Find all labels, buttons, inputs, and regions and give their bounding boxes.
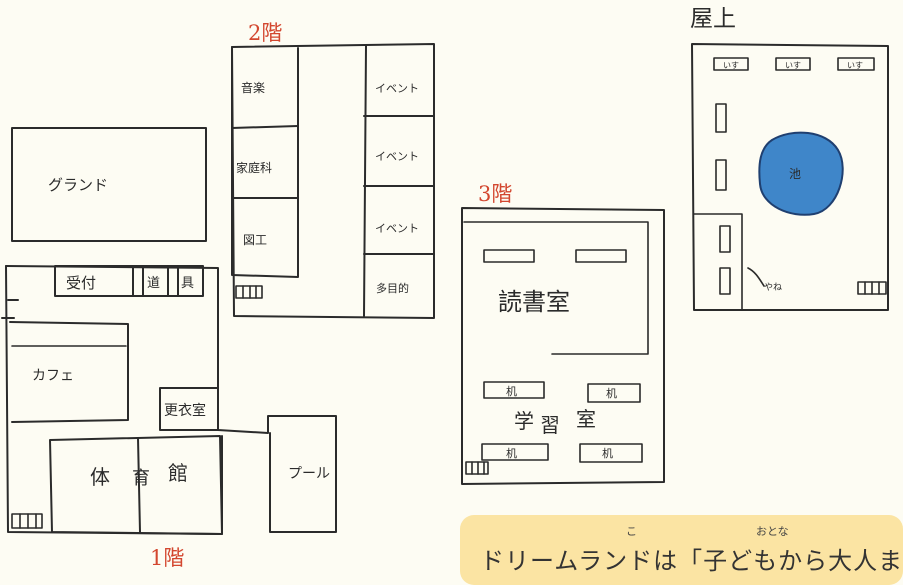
rooftop-outline <box>691 43 889 311</box>
cafe-room <box>9 321 129 423</box>
caption-text: ドリームランドは「子どもから大人ま <box>480 547 903 575</box>
building-f3-outline <box>461 207 665 485</box>
pool-label: プール <box>288 466 330 482</box>
floor-3-plan: 3階 読書室 机 机 机 机 学 習 室 <box>461 182 665 485</box>
chair-3 <box>837 57 875 71</box>
event-room-2-label: イベント <box>375 150 419 163</box>
chair-3-label: いす <box>847 61 863 70</box>
event-room-3-label: イベント <box>375 222 419 235</box>
bench-4 <box>719 267 731 295</box>
right-rooms-divider <box>363 45 367 317</box>
ruby-otona: おとな <box>756 525 789 538</box>
storage-label-1: 道 <box>147 276 160 291</box>
gym-label-3: 館 <box>168 461 188 485</box>
desk-1 <box>483 381 545 399</box>
chair-2-label: いす <box>785 61 801 70</box>
desk-3-label: 机 <box>506 446 517 460</box>
reception-label: 受付 <box>66 274 96 292</box>
stairs-icon <box>857 281 887 295</box>
desk-2-label: 机 <box>606 386 617 400</box>
caption-box: こ おとな ドリームランドは「子どもから大人ま <box>460 515 903 585</box>
stairs-icon <box>465 461 489 475</box>
changing-room-label: 更衣室 <box>164 402 206 419</box>
chair-1 <box>713 57 749 71</box>
floor-3-title: 3階 <box>478 182 512 206</box>
desk-4-label: 机 <box>602 446 613 460</box>
bench-3 <box>719 225 731 253</box>
home-ec-room-label: 家庭科 <box>236 160 272 175</box>
reading-table-2 <box>575 249 627 263</box>
storage-label-2: 具 <box>181 276 194 291</box>
bench-2 <box>715 159 727 191</box>
floor-1-title: 1階 <box>150 546 184 570</box>
reading-table-1 <box>483 249 535 263</box>
music-room-label: 音楽 <box>241 80 265 95</box>
study-room-label-3: 室 <box>576 407 596 431</box>
chair-1-label: いす <box>723 61 739 70</box>
gym-label-2: 育 <box>132 468 150 489</box>
reading-room-wall <box>463 221 649 355</box>
rooftop-plan: 屋上 いす いす いす 池 やね <box>690 6 889 311</box>
building-f1-outline-2 <box>5 265 223 535</box>
left-rooms-block <box>231 46 299 278</box>
ground-area <box>11 127 207 242</box>
cafe-label: カフェ <box>32 368 74 384</box>
desk-4 <box>579 443 643 463</box>
desk-3 <box>481 443 549 461</box>
desk-2 <box>587 383 641 403</box>
stairs-icon <box>235 285 263 299</box>
desk-1-label: 机 <box>506 384 517 398</box>
roof-arrow <box>747 267 765 287</box>
floor-2-title: 2階 <box>248 21 282 45</box>
chair-2 <box>775 57 811 71</box>
bench-1 <box>715 103 727 133</box>
building-f2-outline <box>231 43 435 319</box>
roof-note-label: やね <box>764 282 782 293</box>
rooftop-corner-wall <box>693 213 743 311</box>
gym-label-1: 体 <box>90 465 110 489</box>
multipurpose-room-label: 多目的 <box>376 281 409 295</box>
floor-1-plan: グランド 受付 道 具 カフェ 更衣室 体 育 館 プール <box>1 127 337 570</box>
floor-plan: グランド 受付 道 具 カフェ 更衣室 体 育 館 プール <box>1 6 889 570</box>
floor-2-plan: 2階 音楽 家庭科 図工 イベント イベント イベント 多目的 <box>231 21 435 319</box>
building-f1-outline <box>5 265 337 533</box>
reading-room-label: 読書室 <box>498 288 570 316</box>
changing-room <box>159 387 219 431</box>
stairs-icon <box>11 513 43 529</box>
ground-label: グランド <box>48 176 108 194</box>
study-room-label-2: 習 <box>540 413 560 437</box>
event-room-1-label: イベント <box>375 82 419 95</box>
pond-label: 池 <box>789 167 801 181</box>
rooftop-title: 屋上 <box>690 6 736 32</box>
gym-room <box>49 435 223 535</box>
crafts-room-label: 図工 <box>243 233 267 247</box>
ruby-ko: こ <box>626 525 637 538</box>
pond-shape <box>758 131 844 216</box>
study-room-label-1: 学 <box>514 409 534 433</box>
